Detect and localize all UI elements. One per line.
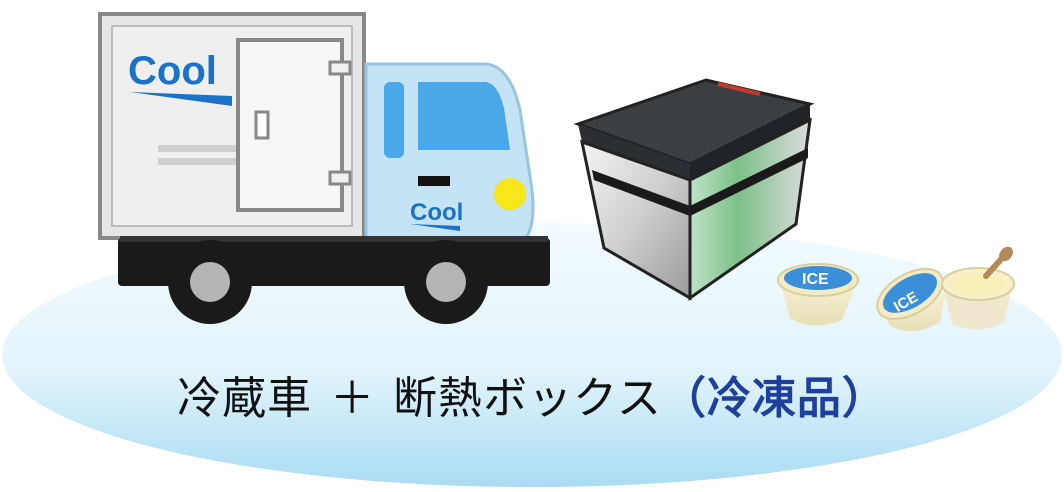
caption-refrigerated-truck: 冷蔵車	[177, 373, 313, 424]
refrigerated-truck: Cool Cool	[98, 12, 550, 324]
front-wheel	[404, 240, 488, 324]
caption-insulated-box: 断熱ボックス	[393, 373, 662, 424]
ice-cup-1: ICE	[777, 263, 859, 326]
caption-plus: ＋	[330, 373, 376, 424]
cargo-logo-swoosh	[130, 92, 232, 106]
ice-cream-cup-open	[941, 246, 1015, 330]
headlight	[494, 178, 526, 210]
ice-cup-label-1: ICE	[802, 271, 829, 288]
cargo-logo-text: Cool	[128, 49, 217, 93]
cargo-door	[236, 38, 344, 212]
side-window-strip	[384, 82, 404, 158]
caption-frozen-goods: （冷凍品）	[661, 373, 887, 424]
cab-windshield	[418, 82, 510, 150]
door-logo-text: Cool	[410, 199, 463, 226]
rear-wheel	[168, 240, 252, 324]
ice-cup-2: ICE	[876, 268, 946, 332]
insulated-box	[573, 78, 815, 301]
caption: 冷蔵車 ＋ 断熱ボックス（冷凍品）	[0, 362, 1064, 426]
